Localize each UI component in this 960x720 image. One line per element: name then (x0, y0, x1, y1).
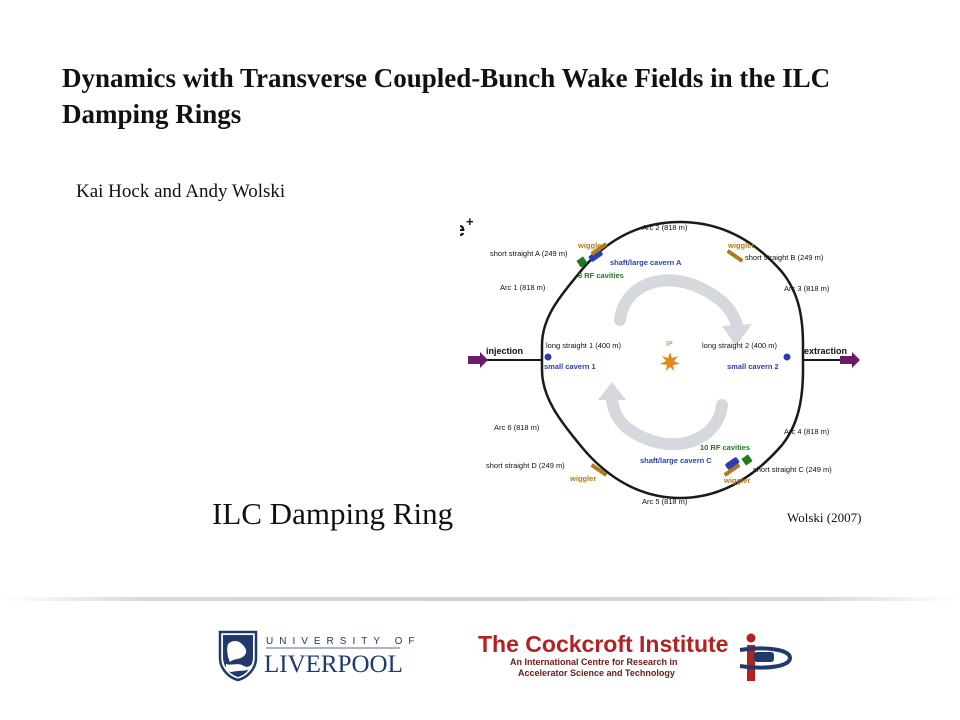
short-straight-d-label: short straight D (249 m) (486, 461, 565, 470)
arc-6-label: Arc 6 (818 m) (494, 423, 540, 432)
arc-4-label: Arc 4 (818 m) (784, 427, 830, 436)
diagram-caption: ILC Damping Ring (212, 496, 454, 531)
injection-arrow-icon (468, 352, 488, 368)
ip-label: IP (666, 341, 673, 348)
particle-label: e (460, 219, 465, 241)
short-straight-c-label: short straight C (249 m) (753, 465, 832, 474)
rf-top-label: 8 RF cavities (578, 271, 624, 280)
small-cavern-2-label: small cavern 2 (727, 362, 779, 371)
damping-ring-diagram: e + IP injection extraction long straigh… (460, 214, 860, 506)
wiggler-c-label: wiggler (723, 476, 750, 485)
circulation-arrow-bottom (606, 394, 728, 451)
long-straight-1-label: long straight 1 (400 m) (546, 341, 622, 350)
wiggler-b-marker (726, 249, 744, 263)
rf-bottom-label: 10 RF cavities (700, 443, 750, 452)
arc-5-label: Arc 5 (818 m) (642, 497, 688, 506)
long-straight-2-label: long straight 2 (400 m) (702, 341, 778, 350)
short-straight-a-label: short straight A (249 m) (490, 249, 568, 258)
image-credit: Wolski (2007) (787, 510, 862, 525)
extraction-label: extraction (804, 346, 847, 356)
cockcroft-title-text: The Cockcroft Institute (478, 631, 728, 657)
cockcroft-logo: The Cockcroft Institute An International… (478, 631, 793, 681)
arc-2-label: Arc 2 (818 m) (642, 223, 688, 232)
footer-divider (0, 597, 960, 601)
rf-cavity-a-marker (576, 256, 588, 268)
liverpool-main-text: LIVERPOOL (264, 651, 403, 678)
wiggler-a-label: wiggler (577, 241, 604, 250)
wiggler-d-marker (590, 463, 608, 477)
circulation-arrow-bottom-head (598, 382, 626, 400)
shaft-c-label: shaft/large cavern C (640, 456, 712, 465)
circulation-arrow-top-head (722, 324, 752, 346)
liverpool-top-text: UNIVERSITY OF (266, 636, 418, 647)
small-cavern-2-marker (783, 353, 791, 361)
ip-star-icon (660, 352, 680, 371)
cockcroft-line-2-text: Accelerator Science and Technology (518, 668, 675, 678)
slide-title: Dynamics with Transverse Coupled-Bunch W… (62, 63, 831, 129)
circulation-arrow-top (614, 274, 744, 334)
liverpool-logo: UNIVERSITY OF LIVERPOOL (218, 630, 418, 682)
particle-sup-label: + (466, 214, 474, 229)
shaft-c-marker (725, 457, 740, 470)
wiggler-c-marker (723, 463, 741, 477)
shaft-a-marker (588, 249, 603, 262)
arc-1-label: Arc 1 (818 m) (500, 283, 546, 292)
cockcroft-line-1-text: An International Centre for Research in (510, 657, 678, 667)
wiggler-d-label: wiggler (569, 474, 596, 483)
wiggler-b-label: wiggler (727, 241, 754, 250)
shaft-a-label: shaft/large cavern A (610, 258, 682, 267)
short-straight-b-label: short straight B (249 m) (745, 253, 824, 262)
slide-authors: Kai Hock and Andy Wolski (76, 181, 286, 202)
rf-cavity-c-marker (741, 454, 753, 466)
extraction-arrow-icon (840, 352, 860, 368)
small-cavern-1-marker (544, 353, 552, 361)
ring-path (540, 220, 805, 500)
arc-3-label: Arc 3 (818 m) (784, 284, 830, 293)
wiggler-a-marker (590, 242, 608, 256)
injection-label: injection (486, 346, 523, 356)
small-cavern-1-label: small cavern 1 (544, 362, 596, 371)
cockcroft-emblem-icon (739, 633, 793, 681)
